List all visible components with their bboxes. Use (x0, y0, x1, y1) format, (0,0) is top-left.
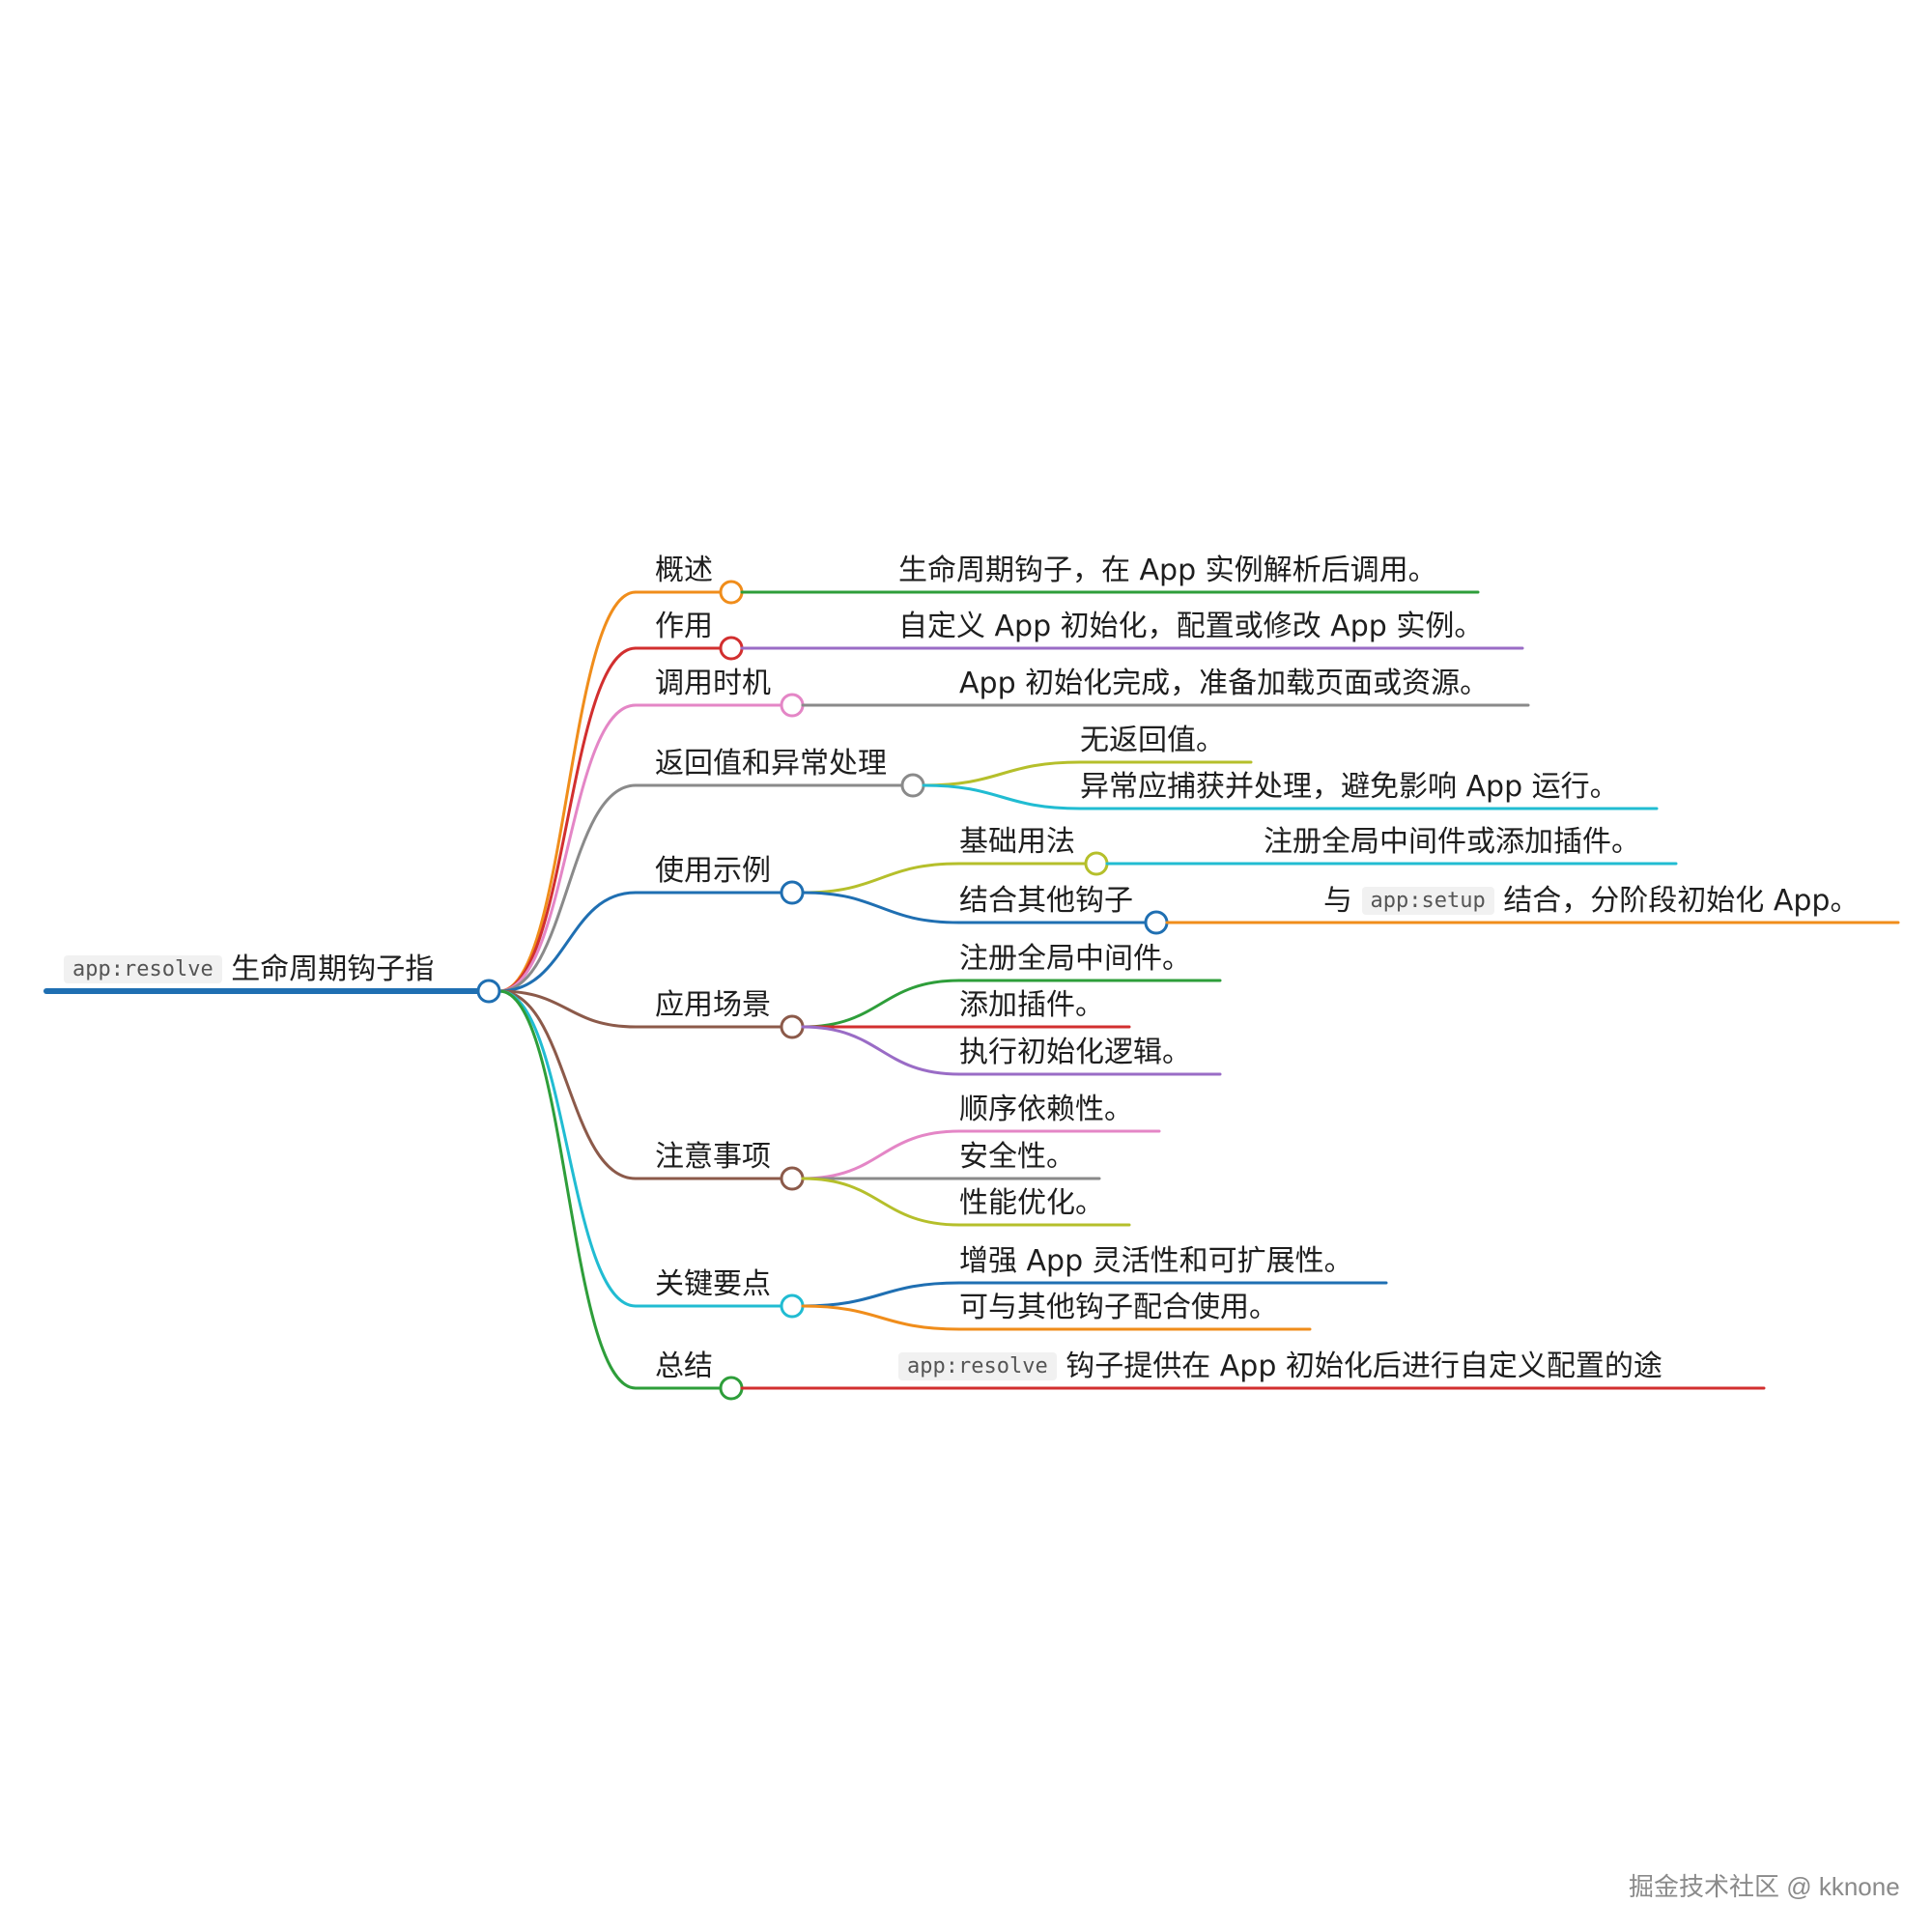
branch-label-text-0: 概述 (655, 554, 713, 587)
branch-label-text-4: 使用示例 (655, 854, 771, 888)
root-node-circle (476, 979, 501, 1004)
child-text-7-1: 可与其他钩子配合使用。 (959, 1291, 1278, 1324)
branch-curve-2 (497, 703, 638, 993)
child-curve-6-0 (801, 1129, 961, 1180)
child-node-4-1 (1144, 910, 1169, 935)
branch-node-5 (780, 1014, 805, 1039)
child-text-5-2: 执行初始化逻辑。 (959, 1036, 1191, 1069)
branch-curve-0 (497, 590, 638, 993)
branch-node-3 (900, 773, 925, 798)
branch-label-text-1: 作用 (655, 610, 713, 643)
gap (1057, 1350, 1066, 1383)
root-text: 生命周期钩子指 (231, 952, 435, 986)
child-text-7-0: 增强 App 灵活性和可扩展性。 (959, 1244, 1353, 1278)
child-curve-4-1 (801, 891, 961, 924)
gap (1352, 884, 1362, 918)
grandchild-text-4-1-0: 结合，分阶段初始化 App。 (1503, 884, 1860, 918)
child-text-1-0: 自定义 App 初始化，配置或修改 App 实例。 (898, 610, 1484, 643)
branch-node-7 (780, 1293, 805, 1319)
child-text-6-2: 性能优化。 (959, 1186, 1104, 1220)
child-label-6-2: 性能优化。 (959, 1186, 1104, 1221)
child-curve-6-2 (801, 1177, 961, 1227)
child-text-8-0: 钩子提供在 App 初始化后进行自定义配置的途 (1065, 1350, 1662, 1383)
root-node: app:resolve 生命周期钩子指 (64, 952, 434, 990)
branch-label-6: 注意事项 (655, 1140, 771, 1175)
branch-label-8: 总结 (655, 1350, 713, 1384)
branch-curve-4 (497, 891, 638, 993)
child-label-8-0: app:resolve 钩子提供在 App 初始化后进行自定义配置的途 (898, 1350, 1662, 1387)
grandchild-label-4-1-0: 与 app:setup 结合，分阶段初始化 App。 (1323, 884, 1859, 922)
branch-curve-1 (497, 646, 638, 993)
grandchild-label-4-0-0: 注册全局中间件或添加插件。 (1264, 825, 1640, 860)
branch-label-1: 作用 (655, 610, 713, 644)
branch-curve-7 (497, 989, 638, 1308)
branch-curve-6 (497, 989, 638, 1180)
branch-node-6 (780, 1166, 805, 1191)
child-label-5-1: 添加插件。 (959, 988, 1104, 1023)
child-curve-5-0 (801, 979, 961, 1029)
branch-label-4: 使用示例 (655, 854, 771, 889)
branch-label-text-7: 关键要点 (655, 1267, 771, 1301)
child-text-3-1: 异常应捕获并处理，避免影响 App 运行。 (1080, 770, 1619, 804)
child-label-4-1: 结合其他钩子 (959, 884, 1133, 919)
watermark: 掘金技术社区 @ kknone (1629, 1872, 1900, 1901)
child-label-5-0: 注册全局中间件。 (959, 942, 1191, 977)
child-text-6-1: 安全性。 (959, 1140, 1075, 1174)
branch-node-8 (719, 1376, 744, 1401)
child-label-text-4-0: 基础用法 (959, 825, 1075, 859)
branch-label-7: 关键要点 (655, 1267, 771, 1302)
child-text-5-0: 注册全局中间件。 (959, 942, 1191, 976)
child-node-4-0 (1084, 851, 1109, 876)
child-code-8-0: app:resolve (898, 1352, 1057, 1380)
child-curve-3-0 (922, 760, 1082, 787)
gap (1494, 884, 1504, 918)
branch-label-text-3: 返回值和异常处理 (655, 747, 887, 781)
child-curve-7-0 (801, 1281, 961, 1308)
child-label-7-1: 可与其他钩子配合使用。 (959, 1291, 1278, 1325)
child-label-6-1: 安全性。 (959, 1140, 1075, 1175)
child-curve-5-2 (801, 1025, 961, 1076)
grandchild-text-4-0-0: 注册全局中间件或添加插件。 (1264, 825, 1640, 859)
child-label-3-0: 无返回值。 (1080, 724, 1225, 758)
branch-curve-8 (497, 989, 638, 1390)
child-label-2-0: App 初始化完成，准备加载页面或资源。 (959, 667, 1489, 701)
root-gap (222, 952, 232, 986)
branch-node-0 (719, 580, 744, 605)
branch-label-2: 调用时机 (655, 667, 771, 701)
root-code: app:resolve (64, 955, 222, 983)
branch-curve-5 (497, 989, 638, 1029)
child-label-6-0: 顺序依赖性。 (959, 1093, 1133, 1127)
branch-node-1 (719, 636, 744, 661)
branch-node-4 (780, 880, 805, 905)
child-label-3-1: 异常应捕获并处理，避免影响 App 运行。 (1080, 770, 1619, 805)
child-label-5-2: 执行初始化逻辑。 (959, 1036, 1191, 1070)
branch-label-0: 概述 (655, 554, 713, 588)
child-label-0-0: 生命周期钩子，在 App 实例解析后调用。 (898, 554, 1437, 588)
child-label-text-4-1: 结合其他钩子 (959, 884, 1133, 918)
branch-label-text-2: 调用时机 (655, 667, 771, 700)
branch-curve-3 (497, 783, 638, 993)
child-text-5-1: 添加插件。 (959, 988, 1104, 1022)
branch-label-5: 应用场景 (655, 988, 771, 1023)
grandchild-code-4-1-0: app:setup (1361, 887, 1494, 915)
child-text-2-0: App 初始化完成，准备加载页面或资源。 (959, 667, 1490, 700)
branch-label-text-8: 总结 (655, 1350, 713, 1383)
child-curve-7-1 (801, 1304, 961, 1331)
branch-label-3: 返回值和异常处理 (655, 747, 887, 781)
child-text-6-0: 顺序依赖性。 (959, 1093, 1133, 1126)
child-label-4-0: 基础用法 (959, 825, 1075, 860)
branch-label-text-5: 应用场景 (655, 988, 771, 1022)
child-curve-3-1 (922, 783, 1082, 810)
child-label-7-0: 增强 App 灵活性和可扩展性。 (959, 1244, 1353, 1279)
child-text-3-0: 无返回值。 (1080, 724, 1225, 757)
child-text-0-0: 生命周期钩子，在 App 实例解析后调用。 (898, 554, 1437, 587)
child-curve-4-0 (801, 862, 961, 895)
grandchild-pre-4-1-0: 与 (1323, 884, 1352, 918)
child-label-1-0: 自定义 App 初始化，配置或修改 App 实例。 (898, 610, 1483, 644)
branch-label-text-6: 注意事项 (655, 1140, 771, 1174)
branch-node-2 (780, 693, 805, 718)
